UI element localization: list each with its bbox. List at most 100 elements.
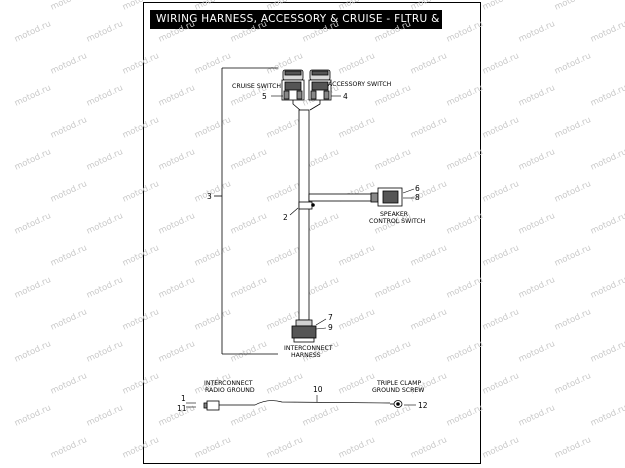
clip-dot <box>311 203 315 207</box>
watermark-text: motod.ru <box>157 275 197 301</box>
watermark-text: motod.ru <box>121 371 161 397</box>
page-title: WIRING HARNESS, ACCESSORY & CRUISE - FLT… <box>150 10 442 29</box>
radio-ground-connector <box>203 400 220 411</box>
watermark-text: motod.ru <box>373 147 413 173</box>
bracket-3 <box>214 67 278 355</box>
watermark-text: motod.ru <box>229 147 269 173</box>
label-triple-clamp-line1: TRIPLE CLAMP <box>376 380 421 387</box>
watermark-text: motod.ru <box>121 0 161 13</box>
watermark-text: motod.ru <box>49 435 89 461</box>
watermark-text: motod.ru <box>337 51 377 77</box>
callout-11: 11 <box>177 404 187 413</box>
watermark-text: motod.ru <box>589 211 625 237</box>
watermark-text: motod.ru <box>481 0 521 13</box>
watermark-text: motod.ru <box>13 211 53 237</box>
watermark-text: motod.ru <box>49 243 89 269</box>
watermark-text: motod.ru <box>589 403 625 429</box>
callout-5: 5 <box>262 92 267 101</box>
watermark-text: motod.ru <box>517 211 557 237</box>
watermark-text: motod.ru <box>553 371 593 397</box>
watermark-text: motod.ru <box>193 51 233 77</box>
watermark-text: motod.ru <box>337 243 377 269</box>
watermark-text: motod.ru <box>409 243 449 269</box>
callout-8: 8 <box>415 193 420 202</box>
watermark-text: motod.ru <box>85 275 125 301</box>
watermark-text: motod.ru <box>13 275 53 301</box>
speaker-branch <box>308 193 372 202</box>
watermark-text: motod.ru <box>589 275 625 301</box>
watermark-text: motod.ru <box>481 371 521 397</box>
watermark-text: motod.ru <box>85 403 125 429</box>
watermark-text: motod.ru <box>553 0 593 13</box>
watermark-text: motod.ru <box>553 115 593 141</box>
watermark-text: motod.ru <box>337 0 377 13</box>
label-interconnect-harness-line2: HARNESS <box>291 352 321 359</box>
watermark-text: motod.ru <box>517 83 557 109</box>
watermark-text: motod.ru <box>49 51 89 77</box>
callout-leaders <box>186 95 416 408</box>
label-radio-ground-line2: RADIO GROUND <box>205 387 255 394</box>
watermark-text: motod.ru <box>337 115 377 141</box>
watermark-text: motod.ru <box>121 435 161 461</box>
label-accessory-switch: ACCESSORY SWITCH <box>328 81 392 88</box>
watermark-text: motod.ru <box>13 147 53 173</box>
watermark-text: motod.ru <box>445 83 485 109</box>
label-interconnect-harness-line1: INTERCONNECT <box>284 345 333 352</box>
watermark-text: motod.ru <box>373 275 413 301</box>
watermark-text: motod.ru <box>589 147 625 173</box>
watermark-text: motod.ru <box>373 339 413 365</box>
watermark-text: motod.ru <box>337 371 377 397</box>
watermark-text: motod.ru <box>229 275 269 301</box>
watermark-text: motod.ru <box>517 403 557 429</box>
callout-1: 1 <box>181 394 186 403</box>
watermark-text: motod.ru <box>121 243 161 269</box>
watermark-text: motod.ru <box>301 403 341 429</box>
watermark-text: motod.ru <box>49 0 89 13</box>
watermark-text: motod.ru <box>121 51 161 77</box>
watermark-text: motod.ru <box>445 211 485 237</box>
watermark-text: motod.ru <box>85 339 125 365</box>
watermark-text: motod.ru <box>589 19 625 45</box>
watermark-text: motod.ru <box>193 307 233 333</box>
watermark-text: motod.ru <box>85 83 125 109</box>
label-speaker-line2: CONTROL SWITCH <box>369 218 426 225</box>
watermark-text: motod.ru <box>409 307 449 333</box>
watermark-text: motod.ru <box>13 339 53 365</box>
label-radio-ground-line1: INTERCONNECT <box>204 380 253 387</box>
watermark-text: motod.ru <box>481 307 521 333</box>
watermark-text: motod.ru <box>481 51 521 77</box>
callout-2: 2 <box>283 213 288 222</box>
watermark-text: motod.ru <box>49 307 89 333</box>
watermark-text: motod.ru <box>193 243 233 269</box>
watermark-text: motod.ru <box>157 19 197 45</box>
watermark-text: motod.ru <box>553 179 593 205</box>
watermark-text: motod.ru <box>589 83 625 109</box>
watermark-text: motod.ru <box>553 307 593 333</box>
watermark-text: motod.ru <box>265 0 305 13</box>
watermark-text: motod.ru <box>49 179 89 205</box>
ground-wire <box>218 400 391 406</box>
watermark-text: motod.ru <box>157 147 197 173</box>
watermark-text: motod.ru <box>445 339 485 365</box>
watermark-text: motod.ru <box>13 83 53 109</box>
watermark-text: motod.ru <box>409 0 449 13</box>
label-triple-clamp-line2: GROUND SCREW <box>372 387 424 394</box>
label-cruise-switch: CRUISE SWITCH <box>232 83 281 90</box>
watermark-text: motod.ru <box>193 435 233 461</box>
watermark-text: motod.ru <box>517 339 557 365</box>
callout-4: 4 <box>343 92 348 101</box>
main-harness-trunk <box>298 109 310 321</box>
watermark-text: motod.ru <box>481 243 521 269</box>
watermark-text: motod.ru <box>229 211 269 237</box>
interconnect-harness-connector <box>291 319 317 343</box>
harness-clip <box>298 201 313 210</box>
watermark-text: motod.ru <box>13 403 53 429</box>
switch-leads <box>292 100 321 111</box>
watermark-text: motod.ru <box>409 115 449 141</box>
watermark-text: motod.ru <box>85 147 125 173</box>
callout-9: 9 <box>328 323 333 332</box>
watermark-text: motod.ru <box>409 51 449 77</box>
watermark-text: motod.ru <box>13 19 53 45</box>
watermark-text: motod.ru <box>229 19 269 45</box>
